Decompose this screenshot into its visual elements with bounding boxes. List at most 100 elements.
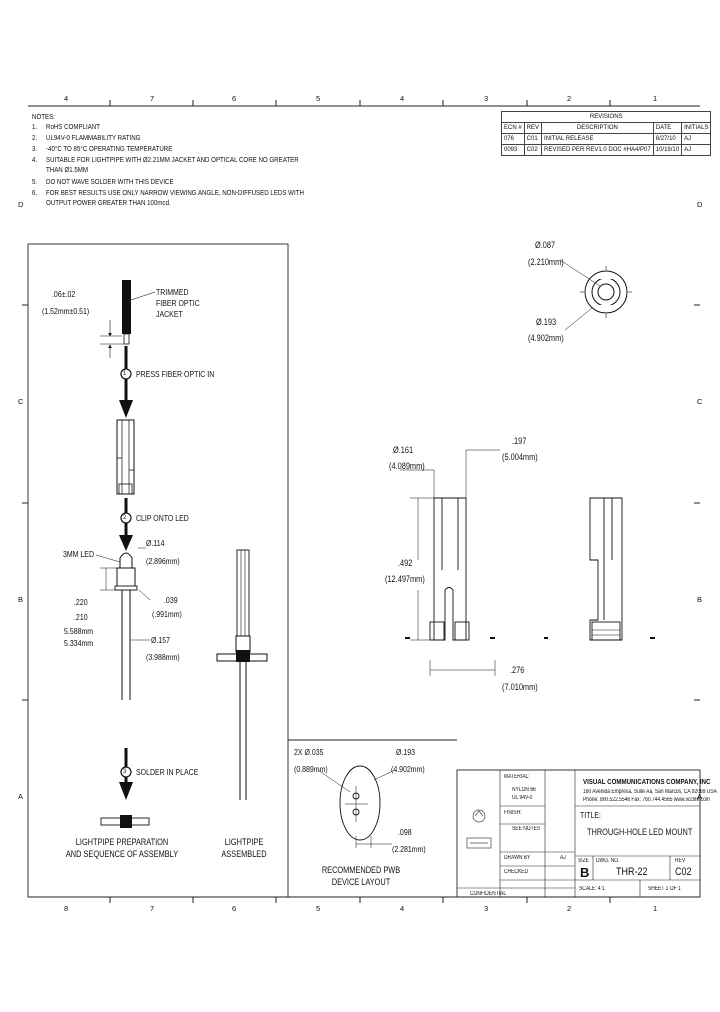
note-5: DO NOT WAVE SOLDER WITH THIS DEVICE <box>46 177 174 186</box>
note-3-num: 3. <box>32 144 38 153</box>
side-dim-197: .197 <box>512 436 527 446</box>
checked-label: CHECKED <box>504 869 529 875</box>
finish-value: SEE NOTES <box>512 826 541 832</box>
dia-157: Ø.157 <box>151 635 170 645</box>
trim-dimension-metric: (1.52mm±0.51) <box>42 306 90 316</box>
dia-157-metric: (3.988mm) <box>146 652 180 662</box>
pwb-caption-2: DEVICE LAYOUT <box>331 877 391 887</box>
zone-bottom-6: 2 <box>567 904 572 913</box>
step-1-number: 1 <box>123 371 127 377</box>
note-2: UL94V-0 FLAMMABILITY RATING <box>46 133 141 142</box>
pwb-dim-098-metric: (2.281mm) <box>392 844 426 854</box>
note-2-num: 2. <box>32 133 38 142</box>
rev-row: 076 C01 INITIAL RELEASE 8/27/10 AJ <box>501 133 712 145</box>
pwb-holes: 2X Ø.035 <box>294 747 324 757</box>
zone-right-1: C <box>697 397 703 406</box>
trimmed-label-1: TRIMMED <box>156 287 189 297</box>
drawing-title: THROUGH-HOLE LED MOUNT <box>587 827 693 837</box>
top-dia-087-metric: (2.210mm) <box>528 257 564 267</box>
rev-label: REV <box>675 858 686 864</box>
pwb-dia-193: Ø.193 <box>396 747 415 757</box>
step-3-label: SOLDER IN PLACE <box>136 767 199 777</box>
note-3: -40°C TO 85°C OPERATING TEMPERATURE <box>46 144 173 153</box>
zone-bottom-1: 7 <box>150 904 155 913</box>
top-dia-193: Ø.193 <box>536 317 557 327</box>
side-dia-161: Ø.161 <box>393 445 414 455</box>
dim-220: .220 <box>74 597 88 607</box>
dia-114-metric: (2.896mm) <box>146 556 180 566</box>
drawn-by-label: DRAWN BY <box>504 855 531 861</box>
dim-039-metric: (.991mm) <box>152 609 182 619</box>
caption-left-1: LIGHTPIPE PREPARATION <box>75 837 169 847</box>
dim-210: .210 <box>74 612 88 622</box>
zone-top-5: 3 <box>484 94 489 103</box>
zone-top-0: 4 <box>64 94 69 103</box>
note-6-num: 6. <box>32 188 38 197</box>
rev-cell: C02 <box>523 144 543 156</box>
dim-210-metric: 5.334mm <box>64 638 94 648</box>
trimmed-label-2: FIBER OPTIC <box>156 298 200 308</box>
side-dim-276: .276 <box>510 665 525 675</box>
note-1: RoHS COMPLIANT <box>46 122 101 131</box>
revisions-table: REVISIONS ECN # REV DESCRIPTION DATE INI… <box>500 111 712 156</box>
step-2-label: CLIP ONTO LED <box>136 513 189 523</box>
zone-top-4: 4 <box>400 94 405 103</box>
rev-cell: AJ <box>681 133 712 145</box>
zone-bottom-4: 4 <box>400 904 405 913</box>
zone-right-2: B <box>697 595 703 604</box>
zone-top-7: 1 <box>653 94 658 103</box>
zone-top-2: 6 <box>232 94 237 103</box>
step-1-label: PRESS FIBER OPTIC IN <box>136 369 215 379</box>
zone-top-1: 7 <box>150 94 155 103</box>
caption-left-2: AND SEQUENCE OF ASSEMBLY <box>65 849 179 859</box>
dwg-no-value: THR-22 <box>616 866 648 878</box>
rev-header-rev: REV <box>523 122 543 134</box>
trim-dimension: .06±.02 <box>52 289 76 299</box>
sheet-label: SHEET 1 OF 1 <box>648 886 681 892</box>
size-value: B <box>580 865 590 880</box>
rev-cell: AJ <box>681 144 712 156</box>
zone-bottom-3: 5 <box>316 904 321 913</box>
note-1-num: 1. <box>32 122 38 131</box>
dia-114: Ø.114 <box>146 538 165 548</box>
side-dim-492: .492 <box>398 558 413 568</box>
note-4-line-1: SUITABLE FOR LIGHTPIPE WITH Ø2.21MM JACK… <box>46 155 299 164</box>
note-6-line-1: FOR BEST RESULTS USE ONLY NARROW VIEWING… <box>46 188 304 197</box>
notes-heading: NOTES: <box>32 112 55 121</box>
dim-220-metric: 5.588mm <box>64 626 94 636</box>
note-5-num: 5. <box>32 177 38 186</box>
top-dia-193-metric: (4.902mm) <box>528 333 564 343</box>
zone-top-3: 5 <box>316 94 321 103</box>
rev-cell: 10/19/10 <box>652 144 683 156</box>
finish-label: FINISH: <box>504 810 522 816</box>
note-6-line-2: OUTPUT POWER GREATER THAN 100mcd. <box>46 198 171 207</box>
material-value-1: NYLON 66 <box>512 787 536 793</box>
rev-cell: REVISED PER REV1.0 DOC #HA4/P07 <box>541 144 654 156</box>
rev-row: 0093 C02 REVISED PER REV1.0 DOC #HA4/P07… <box>501 144 712 156</box>
side-dim-492-metric: (12.497mm) <box>385 574 425 584</box>
note-4-num: 4. <box>32 155 38 164</box>
trimmed-label-3: JACKET <box>156 309 183 319</box>
zone-left-3: A <box>18 792 24 801</box>
top-dia-087: Ø.087 <box>535 240 556 250</box>
size-label: SIZE <box>578 858 589 864</box>
zone-left-0: D <box>18 200 24 209</box>
company-address: 160 Avenida Empresa, Suite Aa, San Marco… <box>583 789 717 795</box>
caption-right-1: LIGHTPIPE <box>224 837 264 847</box>
company-name: VISUAL COMMUNICATIONS COMPANY, INC <box>583 777 711 786</box>
company-contact: Phone: 800.522.5546 Fax: 760.744.4565 ww… <box>583 797 710 803</box>
zone-bottom-0: 8 <box>64 904 69 913</box>
side-dim-276-metric: (7.010mm) <box>502 682 538 692</box>
pwb-dim-098: .098 <box>398 827 412 837</box>
step-2-number: 2 <box>123 515 127 521</box>
zone-left-1: C <box>18 397 24 406</box>
zone-right-0: D <box>697 200 703 209</box>
material-value-2: UL 94V-0 <box>512 795 533 801</box>
rev-value: C02 <box>675 866 692 878</box>
pwb-dia-193-metric: (4.902mm) <box>391 764 425 774</box>
